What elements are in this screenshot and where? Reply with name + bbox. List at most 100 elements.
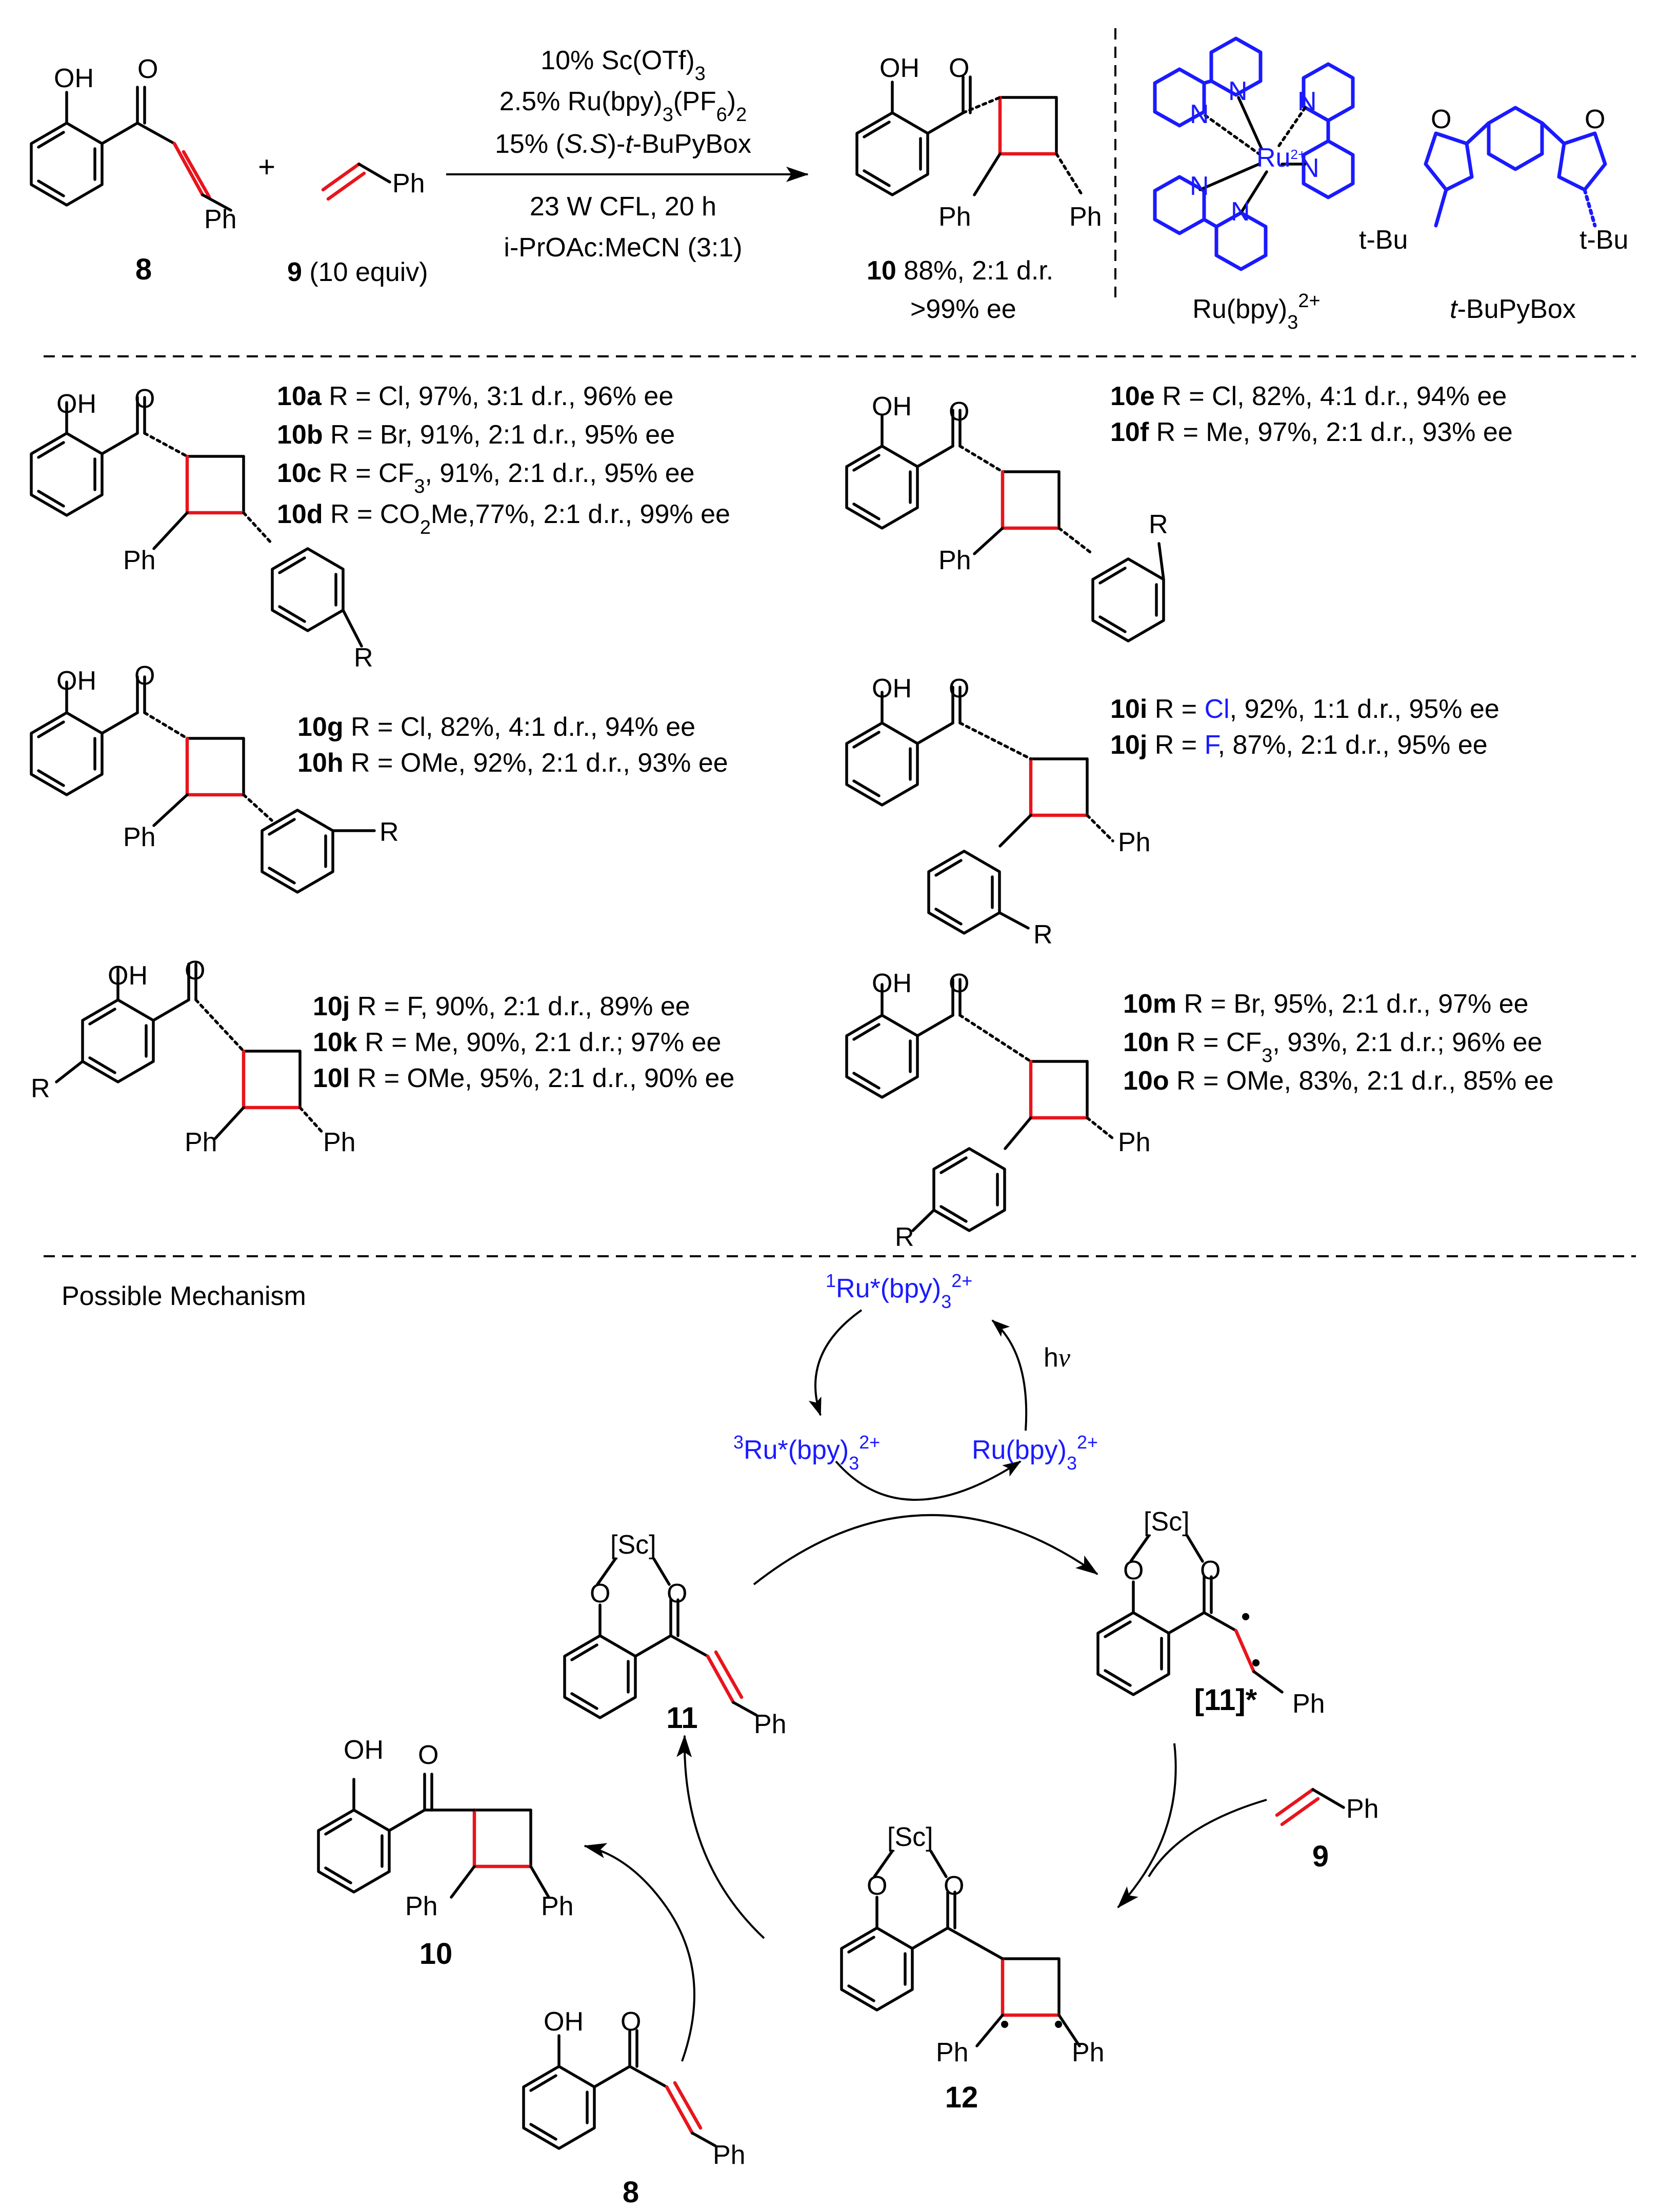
product-10-yield: 10 88%, 2:1 d.r. [867,256,1053,286]
svg-text:•: • [1241,1602,1250,1632]
svg-text:2.5% Ru(bpy)3(PF6)2: 2.5% Ru(bpy)3(PF6)2 [499,87,747,126]
svg-text:10g R = Cl, 82%, 4:1 d.r., 94: 10g R = Cl, 82%, 4:1 d.r., 94% ee [297,712,695,742]
svg-text:10j R = F, 90%, 2:1 d.r., 89%: 10j R = F, 90%, 2:1 d.r., 89% ee [313,992,690,1021]
svg-text:Ph: Ph [1346,1794,1379,1824]
compound-9-label: 9 (10 equiv) [287,257,428,287]
scope-10a-10d-text: 10a R = Cl, 97%, 3:1 d.r., 96% ee 10b R … [277,381,730,538]
t-bupybox-structure: t-Bu t-Bu O O [1359,105,1628,255]
svg-text:Ph: Ph [185,1128,217,1157]
svg-text:OH: OH [872,969,912,998]
cycle-arrow-excitation [753,1514,1098,1585]
svg-text:10% Sc(OTf)3: 10% Sc(OTf)3 [541,46,706,85]
svg-text:R: R [354,643,373,673]
svg-text:Ph: Ph [541,1892,574,1921]
svg-text:R: R [31,1074,50,1103]
compound-11-star-structure: O O [Sc] Ph • • [1098,1507,1325,1719]
svg-text:10e R = Cl, 82%, 4:1 d.r., 94: 10e R = Cl, 82%, 4:1 d.r., 94% ee [1110,381,1507,411]
cycle-arrow-release [676,1735,765,1939]
svg-text:R: R [379,817,399,847]
styrene-entry-arrow [1148,1799,1267,1878]
energy-transfer-arrow [835,1460,1022,1501]
svg-text:[Sc]: [Sc] [610,1530,656,1560]
svg-text:i-PrOAc:MeCN (3:1): i-PrOAc:MeCN (3:1) [504,233,742,263]
ground-ru-label: Ru(bpy)32+ [972,1432,1098,1474]
compound-12-structure: O O [Sc] Ph Ph • • [842,1822,1105,2067]
svg-text:OH: OH [56,389,96,419]
svg-text:Ph: Ph [123,546,156,575]
compound-12-label: 12 [945,2081,978,2114]
compound-11-star-label: [11]* [1194,1683,1257,1717]
svg-text:•: • [1000,2009,1009,2039]
hv-label: hv [1044,1343,1071,1373]
scope-10m-10o-structure: OH O Ph R [847,969,1151,1252]
svg-text:t-Bu: t-Bu [1579,225,1628,255]
svg-text:OH: OH [872,674,912,704]
cycle-arrow-addition [1117,1743,1177,1908]
svg-text:N: N [1300,153,1319,183]
atom-o: O [137,54,158,84]
t-bupybox-label: t-BuPyBox [1450,294,1576,324]
compound-8-structure: OH O Ph [31,54,237,234]
compound-11-structure: O O [Sc] Ph [565,1530,787,1739]
svg-text:OH: OH [56,666,96,696]
svg-text:Ph: Ph [754,1710,787,1739]
svg-text:Ph: Ph [936,2038,969,2067]
svg-text:R: R [895,1222,914,1252]
scope-10g-10h-structure: OH O Ph R [31,661,399,892]
svg-text:10j R = F, 87%, 2:1 d.r., 95%: 10j R = F, 87%, 2:1 d.r., 95% ee [1110,730,1488,760]
plus-sign: + [258,150,275,184]
svg-text:10c R = CF3, 91%, 2:1 d.r., 9: 10c R = CF3, 91%, 2:1 d.r., 95% ee [277,458,695,497]
atom-ph: Ph [204,205,237,234]
atom-o: O [949,53,969,83]
cycle-arrow-product [584,1843,695,2062]
singlet-ru-label: 1Ru*(bpy)32+ [826,1270,972,1312]
svg-text:O: O [949,397,969,427]
svg-text:OH: OH [108,961,148,991]
svg-text:OH: OH [544,2007,584,2037]
svg-text:O: O [949,674,969,704]
compound-10-label: 10 [419,1937,453,1971]
svg-text:O: O [185,956,205,986]
svg-text:R: R [1033,920,1053,950]
svg-text:N: N [1297,87,1317,116]
isc-arrow [808,1309,863,1416]
svg-text:Ph: Ph [938,546,971,575]
reaction-conditions: 10% Sc(OTf)3 2.5% Ru(bpy)3(PF6)2 15% (S.… [495,46,751,263]
svg-text:O: O [1123,1556,1144,1585]
svg-text:Ph: Ph [405,1892,438,1921]
scope-10m-10o-text: 10m R = Br, 95%, 2:1 d.r., 97% ee 10n R … [1123,989,1554,1096]
svg-text:10m R = Br, 95%, 2:1 d.r., 97: 10m R = Br, 95%, 2:1 d.r., 97% ee [1123,989,1529,1019]
triplet-ru-label: 3Ru*(bpy)32+ [733,1432,880,1474]
mechanism-title: Possible Mechanism [62,1281,306,1311]
svg-text:O: O [590,1579,610,1609]
svg-text:Ph: Ph [1118,1128,1151,1157]
compound-10-mechanism: OH O Ph Ph [318,1735,574,1921]
compound-11-label: 11 [666,1701,697,1735]
svg-text:10l R = OMe, 95%, 2:1 d.r., 9: 10l R = OMe, 95%, 2:1 d.r., 90% ee [313,1063,734,1093]
compound-8-mech-label: 8 [623,2176,639,2209]
svg-text:•: • [1054,2009,1063,2039]
scope-10i-10j-structure: OH O Ph R [847,674,1151,950]
svg-text:t-Bu: t-Bu [1359,225,1408,255]
svg-text:O: O [1200,1556,1221,1585]
svg-text:23 W CFL, 20 h: 23 W CFL, 20 h [530,192,716,222]
svg-text:10b R = Br, 91%, 2:1 d.r., 95: 10b R = Br, 91%, 2:1 d.r., 95% ee [277,420,675,450]
svg-text:O: O [1431,105,1451,134]
svg-text:10a R = Cl, 97%, 3:1 d.r., 96%: 10a R = Cl, 97%, 3:1 d.r., 96% ee [277,381,673,411]
svg-text:Ph: Ph [1292,1689,1325,1719]
svg-text:[Sc]: [Sc] [887,1822,933,1852]
svg-text:O: O [418,1740,438,1770]
svg-text:•: • [1251,1648,1261,1678]
svg-text:OH: OH [872,392,912,421]
styrene-9-structure: Ph [321,162,425,201]
svg-text:Ph: Ph [123,822,156,852]
compound-8-mechanism: OH O Ph [524,2007,746,2170]
svg-text:O: O [134,661,155,691]
svg-text:N: N [1190,171,1209,201]
atom-oh: OH [879,53,919,83]
svg-text:Ph: Ph [323,1128,356,1157]
atom-ph: Ph [938,202,971,232]
svg-text:R: R [1149,510,1168,539]
svg-text:O: O [1585,105,1605,134]
svg-text:O: O [621,2007,641,2037]
